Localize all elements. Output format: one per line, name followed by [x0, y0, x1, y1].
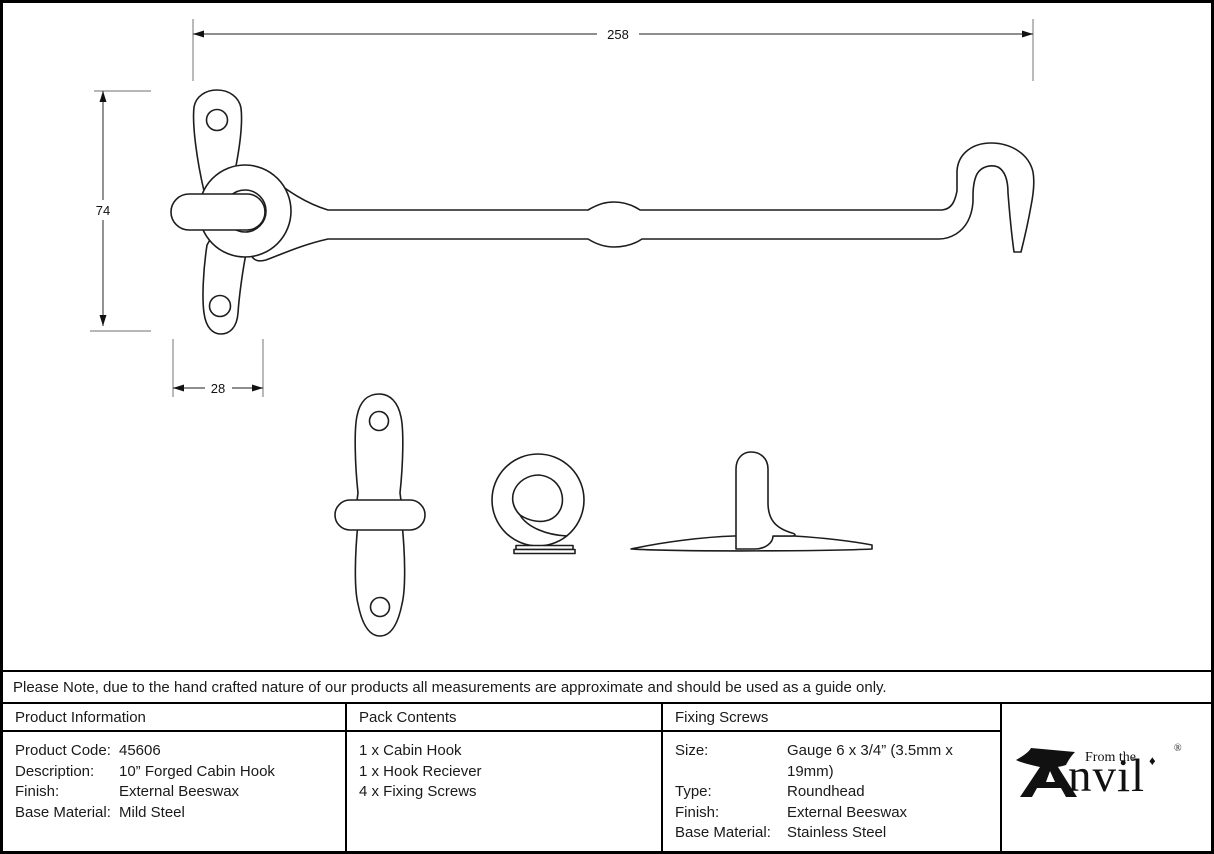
fixing-screws-cell: Fixing Screws Size: Gauge 6 x 3/4” (3.5m… [663, 704, 1002, 851]
pack-item: 1 x Cabin Hook [359, 742, 462, 759]
anvil-icon [1016, 748, 1077, 797]
table-row: Product Code: 45606 [15, 741, 345, 762]
table-row: Finish: External Beeswax [675, 803, 1000, 824]
note-bar: Please Note, due to the hand crafted nat… [3, 670, 1211, 704]
spec-value: Mild Steel [119, 803, 185, 821]
spec-label: Product Code: [15, 742, 111, 759]
spec-label: Finish: [675, 803, 720, 821]
spec-label: Size: [675, 742, 709, 759]
dimension-height-label: 74 [96, 203, 110, 218]
spec-value: External Beeswax [787, 803, 908, 821]
table-row: Finish: External Beeswax [15, 782, 345, 803]
logo-cell: From the ♦ nvil ® [1002, 704, 1211, 851]
spec-label: Type: [675, 783, 712, 800]
table-row: Description: 10” Forged Cabin Hook [15, 762, 345, 783]
spec-value: 10” Forged Cabin Hook [119, 762, 275, 780]
logo-name: nvil [1068, 750, 1146, 802]
spec-label: Base Material: [15, 803, 111, 821]
spec-value: Gauge 6 x 3/4” (3.5mm x 19mm) [787, 742, 953, 780]
technical-drawing: 258 74 28 [90, 19, 1035, 637]
pack-item: 1 x Hook Reciever [359, 762, 482, 780]
spec-label: Base Material: [675, 824, 771, 841]
cabin-hook-assembly-drawing [170, 89, 1035, 335]
pack-item: 4 x Fixing Screws [359, 783, 477, 800]
fixing-screws-header: Fixing Screws [663, 704, 1000, 732]
dimension-length-label: 258 [607, 27, 629, 42]
diamond-icon: ♦ [1149, 753, 1156, 768]
note-text: Please Note, due to the hand crafted nat… [13, 678, 887, 696]
hook-receiver-front-drawing [491, 453, 585, 555]
product-info-header: Product Information [3, 704, 345, 732]
table-row: Base Material: Mild Steel [15, 803, 345, 824]
dimension-width-label: 28 [211, 381, 225, 396]
spec-label: Finish: [15, 783, 60, 800]
spec-value: Roundhead [787, 783, 865, 800]
registered-mark: ® [1174, 743, 1182, 754]
table-row: Type: Roundhead [675, 782, 1000, 803]
table-row: Base Material: Stainless Steel [675, 823, 1000, 844]
spec-value: External Beeswax [119, 783, 240, 800]
table-row: Size: Gauge 6 x 3/4” (3.5mm x 19mm) [675, 741, 1000, 782]
spec-value: 45606 [119, 742, 161, 759]
product-info-cell: Product Information Product Code: 45606 … [3, 704, 347, 851]
logo-from-the: From the [1085, 750, 1136, 765]
keeper-plate-drawing [334, 393, 426, 637]
dimension-arrows [99, 30, 1033, 392]
spec-table: Product Information Product Code: 45606 … [3, 704, 1211, 851]
spec-label: Description: [15, 762, 95, 780]
hook-receiver-side-drawing [630, 451, 873, 552]
pack-contents-header: Pack Contents [347, 704, 661, 732]
spec-value: Stainless Steel [787, 824, 887, 841]
pack-contents-cell: Pack Contents 1 x Cabin Hook 1 x Hook Re… [347, 704, 663, 851]
